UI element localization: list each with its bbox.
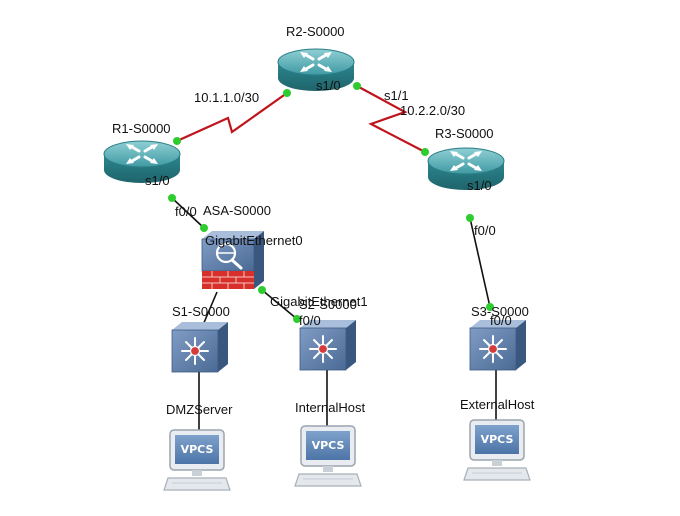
vpcs-badge-internal: VPCS <box>312 439 345 452</box>
vpcs-badge-dmz: VPCS <box>181 443 214 456</box>
ethernet-link-r1-asa[interactable] <box>171 197 205 229</box>
port-label-asa-g0: GigabitEthernet0 <box>205 233 303 248</box>
port-dot-r2-s11 <box>353 82 361 90</box>
port-dot-r1-f00 <box>168 194 176 202</box>
vpcs-externalhost-icon[interactable]: VPCS <box>463 419 531 481</box>
switch-s1-icon[interactable] <box>171 321 229 373</box>
port-dot-s2-f00 <box>293 315 301 323</box>
port-label-r2-s10: s1/0 <box>316 78 341 93</box>
subnet-label-r1-r2: 10.1.1.0/30 <box>194 90 259 105</box>
port-dot-r3-f00 <box>466 214 474 222</box>
node-label-r1: R1-S0000 <box>112 121 171 136</box>
port-dot-asa-g0 <box>200 224 208 232</box>
serial-link-r2-r3[interactable] <box>356 85 426 153</box>
node-label-r2: R2-S0000 <box>286 24 345 39</box>
node-label-s3: S3-S0000 <box>471 304 529 319</box>
subnet-label-r2-r3: 10.2.2.0/30 <box>400 103 465 118</box>
links <box>171 85 497 432</box>
node-label-externalhost: ExternalHost <box>460 397 535 412</box>
vpcs-dmzserver-icon[interactable]: VPCS <box>163 429 231 491</box>
port-label-r3-s10: s1/0 <box>467 178 492 193</box>
node-label-asa: ASA-S0000 <box>203 203 271 218</box>
vpcs-internalhost-icon[interactable]: VPCS <box>294 425 362 487</box>
ethernet-link-asa-s2[interactable] <box>261 289 298 320</box>
port-dot-asa-g1 <box>258 286 266 294</box>
port-dot-r2-s10 <box>283 89 291 97</box>
node-label-s1: S1-S0000 <box>172 304 230 319</box>
vpcs-badge-external: VPCS <box>481 433 514 446</box>
ethernet-link-r3-s3[interactable] <box>469 217 491 308</box>
asa-firewall-icon[interactable] <box>201 231 264 289</box>
router-r3-icon[interactable] <box>426 146 506 192</box>
port-label-r1-f00: f0/0 <box>175 204 197 219</box>
port-label-r3-f00: f0/0 <box>474 223 496 238</box>
node-label-s2: S2-S0000 <box>299 297 357 312</box>
port-label-s3-f00: f0/0 <box>490 313 512 328</box>
port-dot-r1-s10 <box>173 137 181 145</box>
port-dot-r3-s10 <box>421 148 429 156</box>
port-dot-s3-f00 <box>486 303 494 311</box>
port-indicators <box>168 82 494 323</box>
serial-link-r1-r2[interactable] <box>176 92 288 143</box>
node-label-r3: R3-S0000 <box>435 126 494 141</box>
port-label-r2-s11: s1/1 <box>384 88 409 103</box>
node-label-internalhost: InternalHost <box>295 400 365 415</box>
node-label-dmzserver: DMZServer <box>166 402 233 417</box>
port-label-r1-s10: s1/0 <box>145 173 170 188</box>
port-label-s2-f00: f0/0 <box>299 313 321 328</box>
port-label-asa-g1: GigabitEthernet1 <box>270 294 368 309</box>
ethernet-link-asa-s1[interactable] <box>202 291 218 326</box>
